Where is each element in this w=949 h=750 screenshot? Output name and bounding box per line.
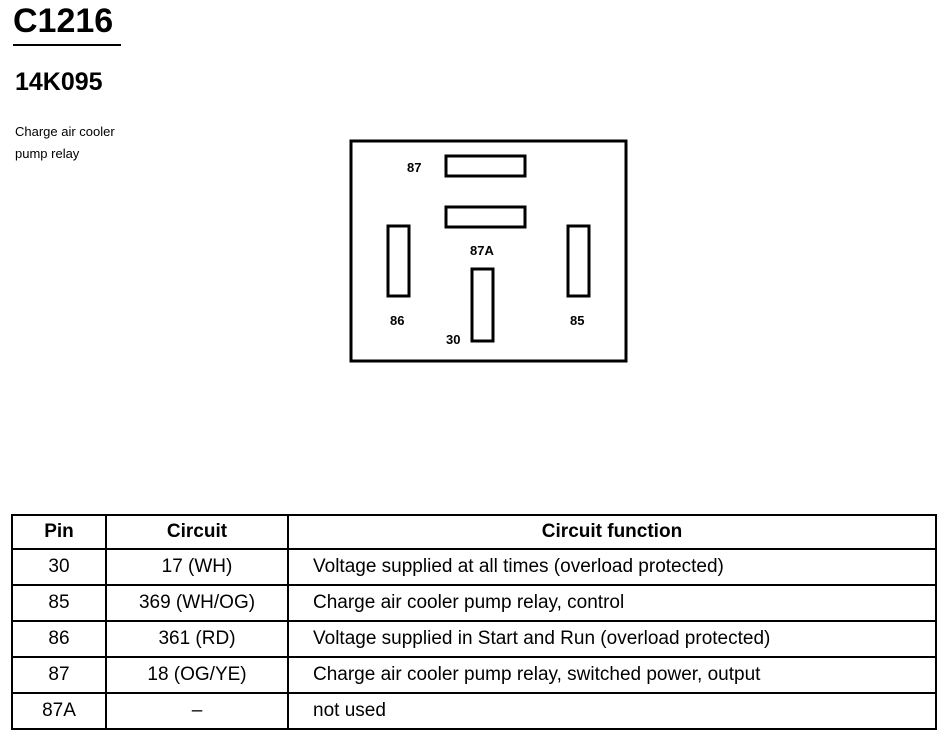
- cell-circuit: 369 (WH/OG): [105, 584, 289, 622]
- pin-85-label: 85: [570, 313, 584, 328]
- part-number: 14K095: [15, 68, 103, 96]
- description-line-1: Charge air cooler: [15, 124, 115, 139]
- header-pin: Pin: [11, 514, 107, 550]
- connector-id: C1216: [13, 2, 114, 40]
- cell-function: Charge air cooler pump relay, switched p…: [287, 656, 937, 694]
- cell-pin: 85: [11, 584, 107, 622]
- pin-30-label: 30: [446, 332, 460, 347]
- pin-87-terminal: [444, 154, 527, 178]
- cell-pin: 87A: [11, 692, 107, 730]
- pin-87a-label: 87A: [470, 243, 494, 258]
- cell-circuit: –: [105, 692, 289, 730]
- connector-description: Charge air cooler pump relay: [15, 121, 185, 165]
- table-row: 86 361 (RD) Voltage supplied in Start an…: [11, 620, 937, 658]
- cell-pin: 30: [11, 548, 107, 586]
- cell-pin: 86: [11, 620, 107, 658]
- cell-circuit: 17 (WH): [105, 548, 289, 586]
- description-line-2: pump relay: [15, 146, 80, 161]
- pin-87-label: 87: [407, 160, 421, 175]
- pin-86-terminal: [386, 224, 411, 298]
- pin-function-table: Pin Circuit Circuit function 30 17 (WH) …: [11, 514, 937, 730]
- pin-85-terminal: [566, 224, 591, 298]
- cell-pin: 87: [11, 656, 107, 694]
- header-circuit-function: Circuit function: [287, 514, 937, 550]
- connector-id-underline: [13, 44, 121, 46]
- table-header-row: Pin Circuit Circuit function: [11, 514, 937, 550]
- header-circuit: Circuit: [105, 514, 289, 550]
- connector-housing: [349, 139, 628, 363]
- cell-function: Charge air cooler pump relay, control: [287, 584, 937, 622]
- cell-circuit: 18 (OG/YE): [105, 656, 289, 694]
- cell-circuit: 361 (RD): [105, 620, 289, 658]
- cell-function: Voltage supplied at all times (overload …: [287, 548, 937, 586]
- pin-86-label: 86: [390, 313, 404, 328]
- table-row: 30 17 (WH) Voltage supplied at all times…: [11, 548, 937, 586]
- cell-function: not used: [287, 692, 937, 730]
- cell-function: Voltage supplied in Start and Run (overl…: [287, 620, 937, 658]
- relay-connector-diagram: 87 87A 86 30 85: [349, 139, 628, 363]
- table-row: 85 369 (WH/OG) Charge air cooler pump re…: [11, 584, 937, 622]
- table-row: 87A – not used: [11, 692, 937, 730]
- pin-30-terminal: [470, 267, 495, 343]
- pin-87a-terminal: [444, 205, 527, 229]
- table-row: 87 18 (OG/YE) Charge air cooler pump rel…: [11, 656, 937, 694]
